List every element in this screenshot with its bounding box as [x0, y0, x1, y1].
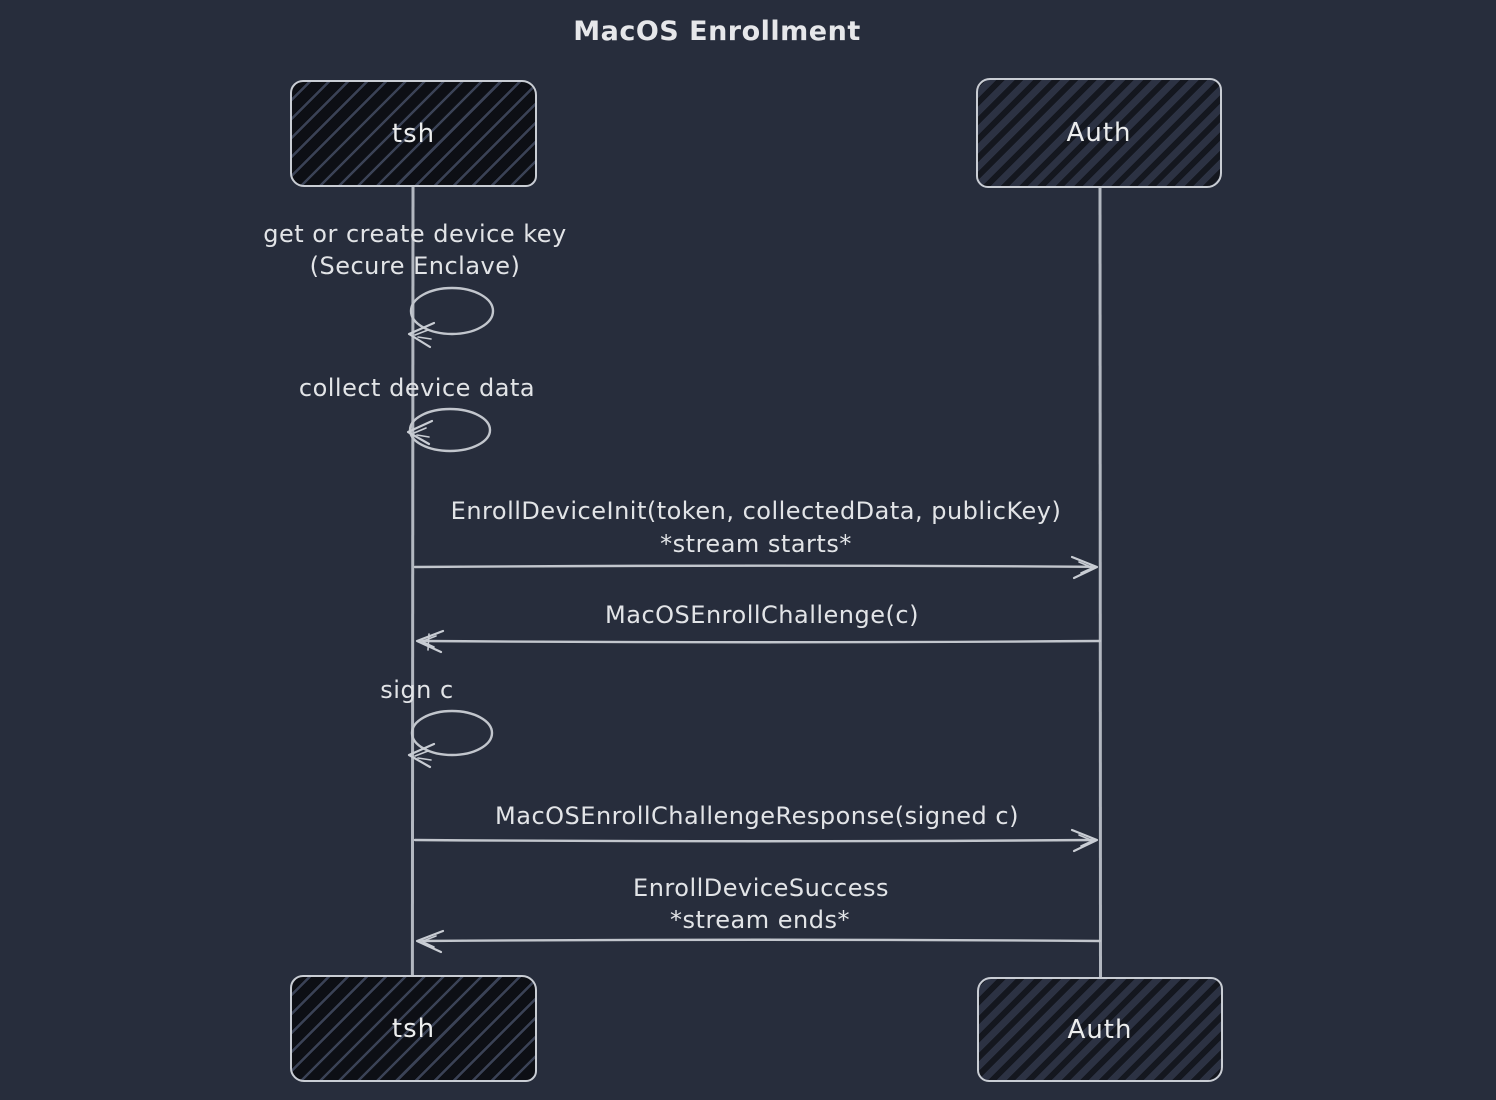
actor-tsh-top-label: tsh — [391, 118, 436, 149]
msg-enroll-device-init-line1: EnrollDeviceInit(token, collectedData, p… — [450, 497, 1062, 525]
auth-lifeline — [1098, 187, 1102, 979]
actor-tsh-bottom: tsh — [290, 975, 537, 1082]
diagram-title: MacOS Enrollment — [573, 16, 861, 47]
actor-auth-bottom-label: Auth — [1067, 1014, 1133, 1045]
msg-enroll-device-init-line2: *stream starts* — [660, 530, 852, 558]
self-msg-device-key-line1: get or create device key — [263, 220, 567, 248]
msg-macos-enroll-challenge-label: MacOSEnrollChallenge(c) — [605, 601, 919, 629]
actor-auth-bottom: Auth — [977, 977, 1223, 1082]
self-loop-sign-c — [407, 709, 494, 769]
self-msg-device-key-line2: (Secure Enclave) — [309, 252, 521, 280]
arrow-enroll-device-success — [415, 929, 1102, 954]
arrow-challenge-response — [413, 828, 1099, 853]
actor-auth-top: Auth — [976, 78, 1222, 188]
actor-tsh-bottom-label: tsh — [391, 1013, 436, 1044]
self-msg-collect-data-label: collect device data — [298, 374, 536, 402]
arrow-enroll-device-init — [413, 555, 1099, 580]
arrow-macos-enroll-challenge — [415, 629, 1102, 654]
msg-enroll-device-success-line1: EnrollDeviceSuccess — [633, 874, 889, 902]
self-loop-collect-data — [406, 407, 492, 453]
self-loop-device-key — [407, 286, 495, 349]
msg-challenge-response-label: MacOSEnrollChallengeResponse(signed c) — [495, 802, 1019, 830]
actor-auth-top-label: Auth — [1066, 118, 1132, 148]
actor-tsh-top: tsh — [290, 80, 537, 187]
msg-enroll-device-success-line2: *stream ends* — [670, 906, 850, 934]
self-msg-sign-c-label: sign c — [380, 676, 454, 704]
